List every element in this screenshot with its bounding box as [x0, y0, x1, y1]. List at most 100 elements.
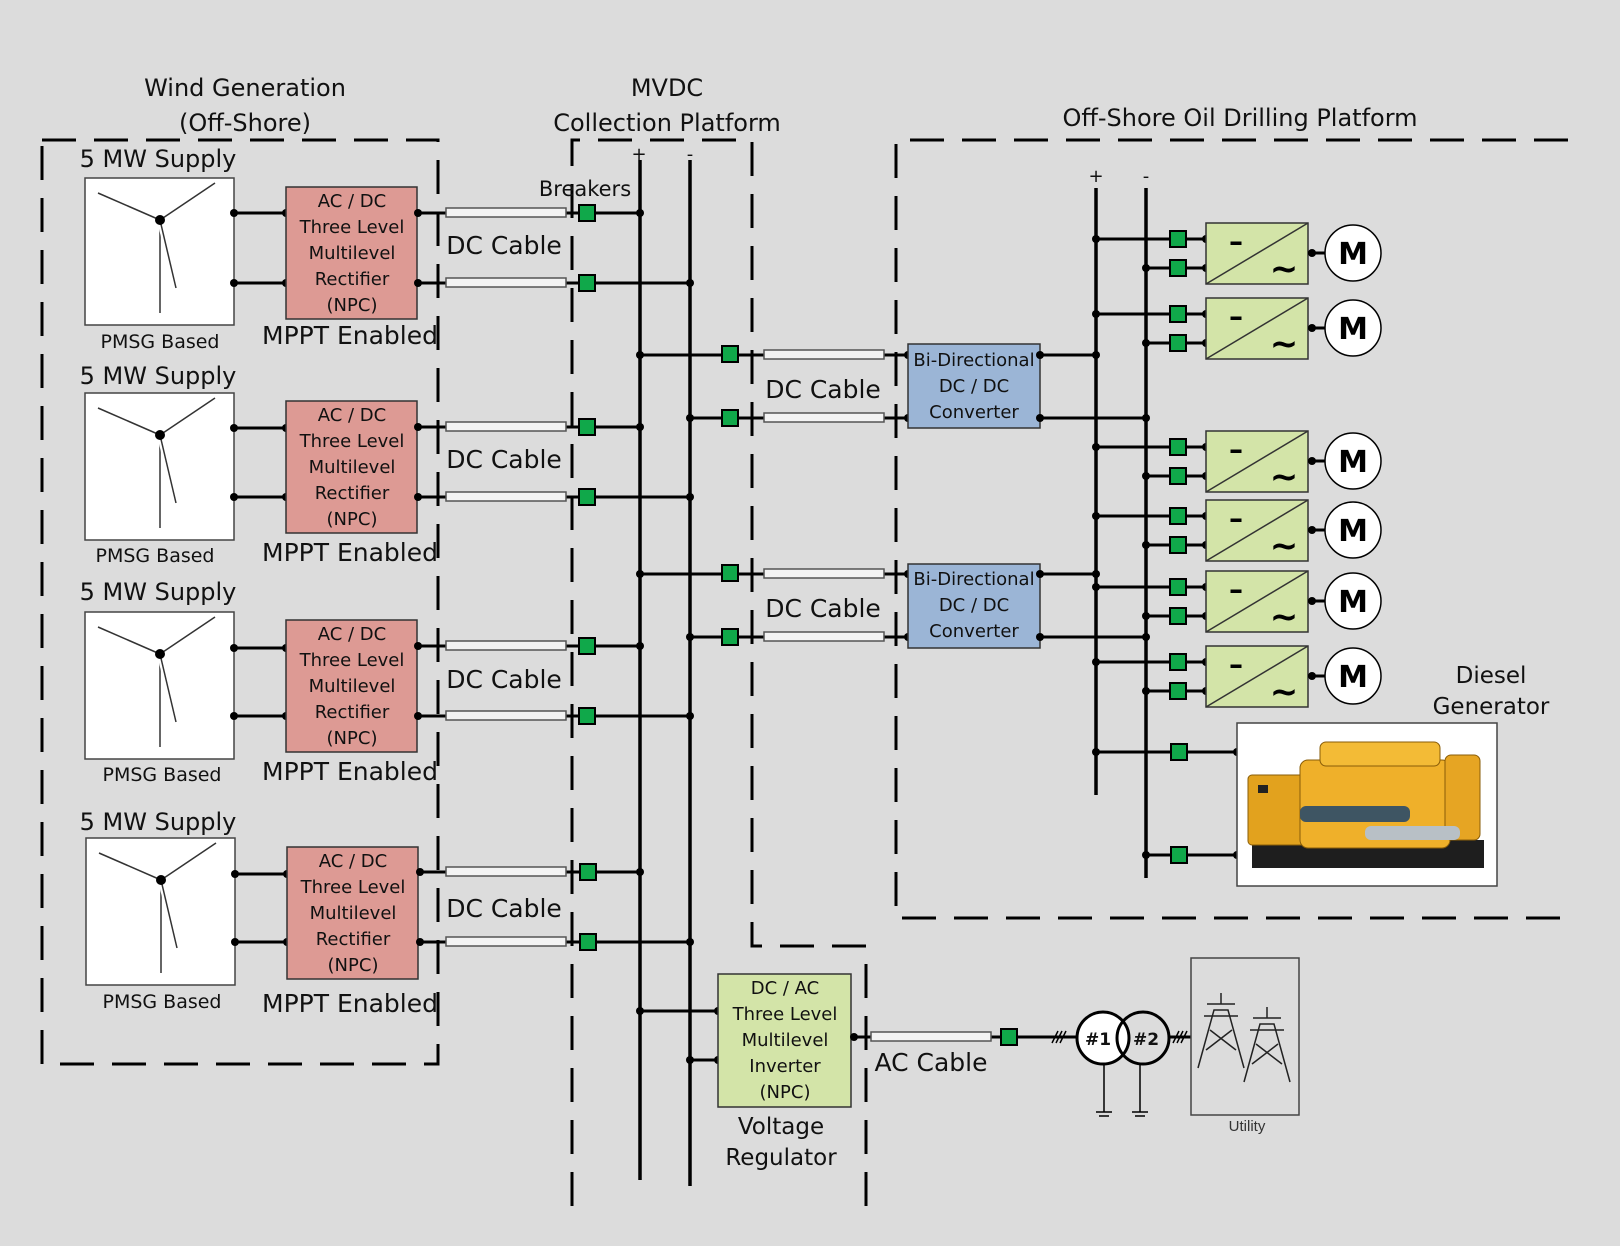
- junction: [1308, 526, 1316, 534]
- breaker[interactable]: [579, 419, 595, 435]
- rectifier-line: AC / DC: [319, 851, 388, 872]
- junction: [1142, 339, 1150, 347]
- breaker[interactable]: [1001, 1029, 1017, 1045]
- dc-symbol: –: [1229, 300, 1243, 333]
- inverter-line: Multilevel: [742, 1030, 829, 1051]
- converter-line: DC / DC: [939, 595, 1009, 616]
- breaker[interactable]: [722, 629, 738, 645]
- junction: [1142, 612, 1150, 620]
- turbine-type-label: PMSG Based: [102, 764, 221, 786]
- rectifier-line: Rectifier: [315, 702, 390, 723]
- mppt-label: MPPT Enabled: [262, 321, 438, 350]
- motor-label: M: [1338, 237, 1368, 272]
- rectifier-line: (NPC): [327, 295, 378, 316]
- dc-link-2: DC Cable Bi-Directional DC / DC Converte…: [636, 564, 1150, 648]
- breaker[interactable]: [579, 205, 595, 221]
- breakers-label: Breakers: [539, 177, 631, 201]
- transformer-1-label: #1: [1085, 1030, 1111, 1050]
- mvdc-minus-label: -: [687, 144, 694, 165]
- transformer-2-label: #2: [1133, 1030, 1159, 1050]
- junction: [1092, 443, 1100, 451]
- inverter-line: Three Level: [732, 1004, 838, 1025]
- mppt-label: MPPT Enabled: [262, 538, 438, 567]
- diesel-generator: Diesel Generator: [1092, 663, 1550, 886]
- breaker[interactable]: [1170, 537, 1186, 553]
- breaker[interactable]: [1170, 579, 1186, 595]
- breaker[interactable]: [1170, 231, 1186, 247]
- breaker[interactable]: [722, 565, 738, 581]
- converter-line: Bi-Directional: [913, 350, 1034, 371]
- breaker[interactable]: [1170, 439, 1186, 455]
- oil-plus-label: +: [1088, 166, 1103, 187]
- breaker[interactable]: [1170, 683, 1186, 699]
- motor-drives: –~M–~M–~M–~M–~M–~M: [1092, 223, 1381, 712]
- dc-cable: [446, 641, 566, 650]
- junction: [1308, 457, 1316, 465]
- breaker[interactable]: [1170, 260, 1186, 276]
- utility-label: Utility: [1229, 1118, 1266, 1135]
- breaker[interactable]: [1170, 608, 1186, 624]
- breaker[interactable]: [1170, 508, 1186, 524]
- dc-symbol: –: [1229, 225, 1243, 258]
- turbine-type-label: PMSG Based: [102, 991, 221, 1013]
- rectifier-line: AC / DC: [318, 191, 387, 212]
- breaker[interactable]: [1170, 468, 1186, 484]
- junction: [1142, 541, 1150, 549]
- breaker[interactable]: [1171, 744, 1187, 760]
- motor-label: M: [1338, 514, 1368, 549]
- breaker[interactable]: [722, 410, 738, 426]
- breaker[interactable]: [1170, 654, 1186, 670]
- wind-unit-2: 5 MW Supply PMSG Based AC / DC Three Lev…: [80, 362, 694, 567]
- dc-cable: [446, 278, 566, 287]
- dc-symbol: –: [1229, 433, 1243, 466]
- wind-unit-4: 5 MW Supply PMSG Based AC / DC Three Lev…: [80, 808, 694, 1018]
- breaker[interactable]: [579, 708, 595, 724]
- voltage-regulator-label: Voltage: [738, 1114, 824, 1140]
- breaker[interactable]: [1170, 335, 1186, 351]
- dc-cable-label: DC Cable: [446, 231, 562, 260]
- oil-region-title: Off-Shore Oil Drilling Platform: [1062, 104, 1417, 132]
- breaker[interactable]: [1171, 847, 1187, 863]
- dc-cable: [764, 413, 884, 422]
- junction: [1142, 472, 1150, 480]
- junction: [1092, 583, 1100, 591]
- rectifier-line: Three Level: [299, 217, 405, 238]
- rectifier-line: Rectifier: [315, 269, 390, 290]
- rectifier-line: Three Level: [299, 650, 405, 671]
- breaker[interactable]: [722, 346, 738, 362]
- rectifier-line: AC / DC: [318, 405, 387, 426]
- junction: [1142, 687, 1150, 695]
- dc-cable-label: DC Cable: [446, 445, 562, 474]
- inverter-line: Inverter: [749, 1056, 821, 1077]
- power-system-diagram: Wind Generation (Off-Shore) MVDC Collect…: [0, 0, 1568, 1206]
- supply-label: 5 MW Supply: [80, 578, 237, 606]
- breaker[interactable]: [580, 864, 596, 880]
- motor-label: M: [1338, 585, 1368, 620]
- junction: [1092, 310, 1100, 318]
- wind-region-subtitle: (Off-Shore): [179, 109, 311, 137]
- breaker[interactable]: [579, 638, 595, 654]
- diesel-label: Diesel: [1456, 663, 1527, 689]
- dc-cable-label: DC Cable: [765, 594, 881, 623]
- converter-line: Converter: [929, 621, 1019, 642]
- junction: [1092, 658, 1100, 666]
- rectifier-line: Multilevel: [309, 676, 396, 697]
- dc-cable: [446, 492, 566, 501]
- breaker[interactable]: [579, 275, 595, 291]
- motor-label: M: [1338, 660, 1368, 695]
- junction: [1308, 249, 1316, 257]
- ac-symbol: ~: [1270, 249, 1299, 289]
- rectifier-line: AC / DC: [318, 624, 387, 645]
- dc-cable: [446, 711, 566, 720]
- rectifier-line: (NPC): [328, 955, 379, 976]
- breaker[interactable]: [579, 489, 595, 505]
- dc-cable: [446, 208, 566, 217]
- mppt-label: MPPT Enabled: [262, 757, 438, 786]
- supply-label: 5 MW Supply: [80, 362, 237, 390]
- breaker[interactable]: [1170, 306, 1186, 322]
- dc-cable: [446, 422, 566, 431]
- rectifier-line: Rectifier: [315, 483, 390, 504]
- breaker[interactable]: [580, 934, 596, 950]
- junction: [1142, 264, 1150, 272]
- mvdc-region-title: MVDC: [631, 74, 703, 102]
